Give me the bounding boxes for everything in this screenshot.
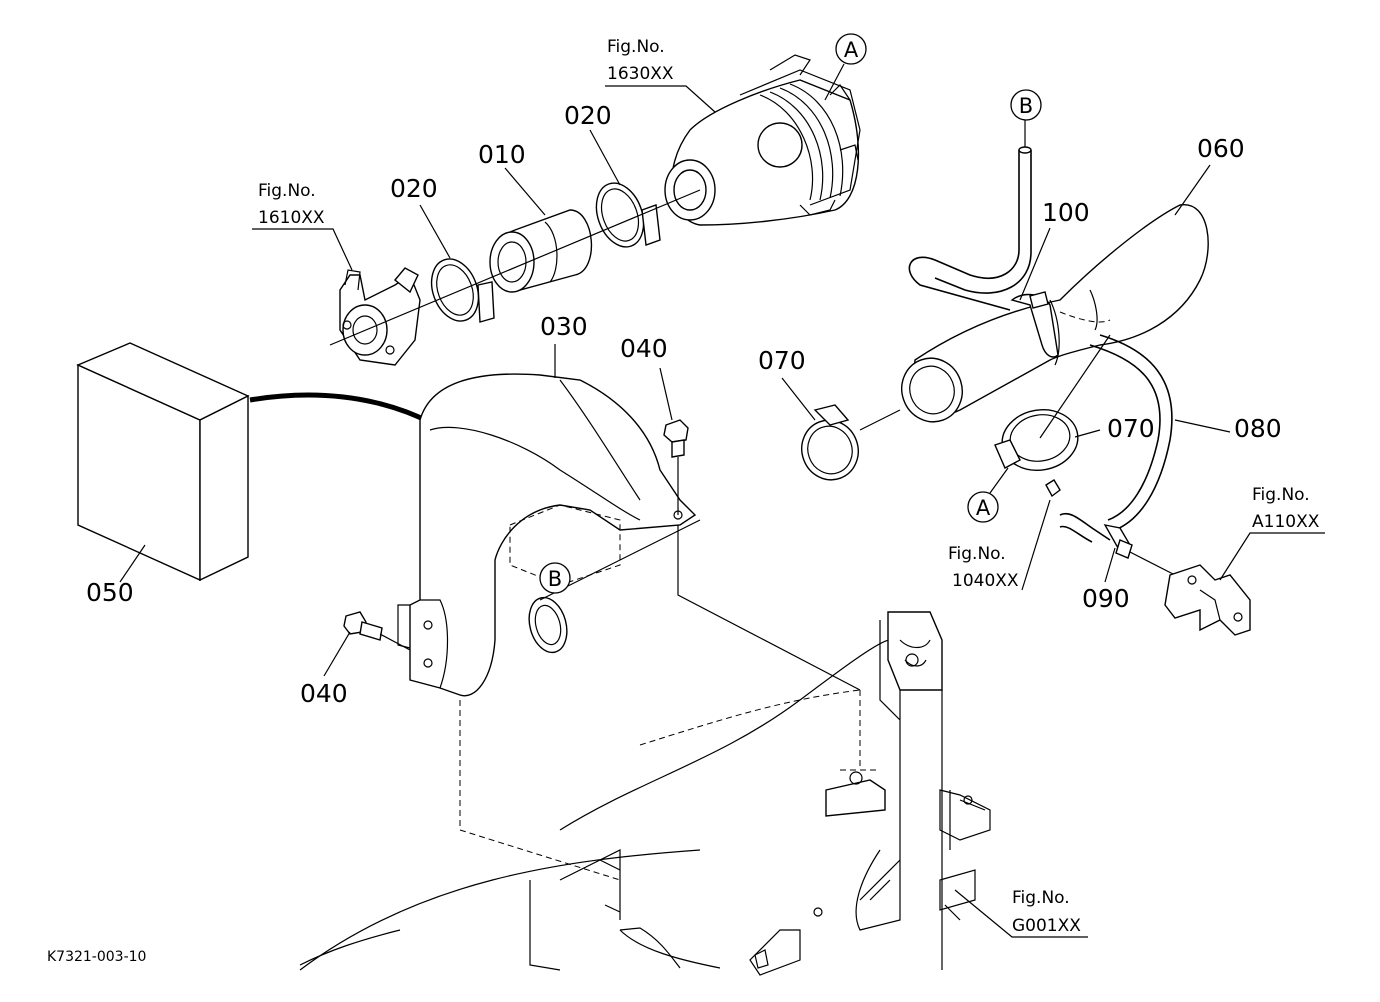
label-050: 050 [86, 578, 134, 607]
label-090: 090 [1082, 584, 1130, 613]
part-030-duct [397, 373, 861, 697]
label-010: 010 [478, 140, 526, 169]
figure-references: Fig.No. 1630XX Fig.No. 1610XX Fig.No. 10… [258, 37, 1320, 936]
fig-1040-code: 1040XX [952, 571, 1019, 591]
part-labels: 010 020 020 030 040 040 050 060 070 070 … [86, 101, 1282, 708]
fig-1630-title: Fig.No. [607, 37, 665, 57]
label-020-lower: 020 [390, 174, 438, 203]
drawing-code: K7321-003-10 [47, 949, 146, 965]
intake-hose-parts [329, 182, 701, 366]
clamp-070-left [801, 404, 901, 481]
part-090-fitting [1045, 479, 1176, 576]
leader-lines [119, 63, 1325, 938]
part-060-elbow-hose [901, 204, 1209, 423]
label-020-upper: 020 [564, 101, 612, 130]
tractor-frame [299, 611, 991, 976]
part-080-hose [1089, 334, 1173, 531]
marker-a-bottom: A [967, 491, 999, 523]
bolt-040-lower [343, 611, 411, 651]
label-040-lower: 040 [300, 679, 348, 708]
svg-text:A: A [844, 38, 859, 62]
fig-1610-code: 1610XX [258, 208, 325, 228]
marker-b-bottom: B [539, 562, 571, 594]
air-cleaner-assembly [664, 54, 861, 226]
fig-g001-code: G001XX [1012, 916, 1081, 936]
fig-1610-title: Fig.No. [258, 181, 316, 201]
fig-a110-title: Fig.No. [1252, 485, 1310, 505]
label-070-right: 070 [1107, 414, 1155, 443]
svg-text:B: B [548, 567, 562, 591]
label-070-left: 070 [758, 346, 806, 375]
label-060: 060 [1197, 134, 1245, 163]
bracket-a110 [1164, 564, 1251, 636]
fig-a110-code: A110XX [1252, 512, 1320, 532]
marker-a-top: A [835, 33, 867, 65]
clamp-070-right [994, 334, 1111, 471]
svg-text:A: A [976, 496, 991, 520]
fig-g001-title: Fig.No. [1012, 888, 1070, 908]
part-100-breather-hose [908, 146, 1059, 358]
connection-markers: A A B B [539, 33, 1042, 594]
bolt-040-upper [663, 419, 689, 515]
label-030: 030 [540, 312, 588, 341]
svg-text:B: B [1019, 94, 1033, 118]
label-040-upper: 040 [620, 334, 668, 363]
marker-b-top: B [1010, 89, 1042, 121]
fig-1040-title: Fig.No. [948, 544, 1006, 564]
fig-1630-code: 1630XX [607, 64, 674, 84]
label-080: 080 [1234, 414, 1282, 443]
label-100: 100 [1042, 198, 1090, 227]
